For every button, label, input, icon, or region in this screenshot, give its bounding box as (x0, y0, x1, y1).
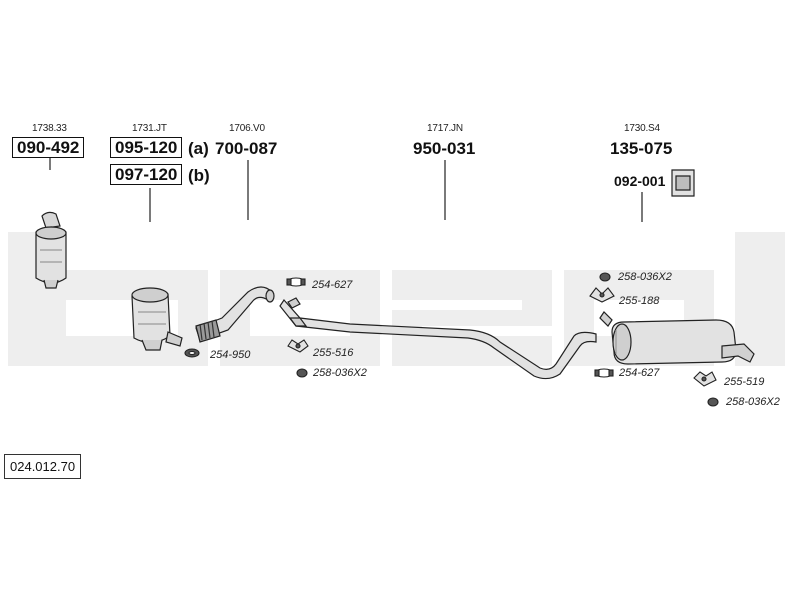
part-number-255-519[interactable]: 255-519 (724, 376, 765, 388)
variant-b-label: (b) (188, 166, 210, 185)
ref-1731-jt: 1731.JT (132, 123, 167, 134)
hanger-icon (589, 287, 615, 303)
catalytic-converter-icon (35, 211, 67, 289)
part-number-255-516[interactable]: 255-516 (313, 347, 354, 359)
rear-silencer-icon (599, 311, 755, 365)
ref-1738-33: 1738.33 (32, 123, 67, 134)
flex-pipe-icon (195, 286, 275, 343)
part-number-092-001[interactable]: 092-001 (614, 173, 666, 189)
part-number-255-188[interactable]: 255-188 (619, 295, 660, 307)
part-number-090-492[interactable]: 090-492 (12, 137, 85, 158)
part-number-258-036x2[interactable]: 258-036X2 (313, 367, 367, 379)
ref-1730-s4: 1730.S4 (624, 123, 660, 134)
part-number-254-627[interactable]: 254-627 (312, 279, 353, 291)
hanger-icon (693, 371, 717, 387)
clamp-icon (594, 368, 614, 378)
part-number-258-036x2[interactable]: 258-036X2 (618, 271, 672, 283)
rubber-mount-icon (296, 368, 308, 378)
clamp-icon (286, 277, 306, 287)
bracket-icon (671, 169, 695, 197)
hanger-icon (287, 339, 309, 353)
part-number-254-627[interactable]: 254-627 (619, 367, 660, 379)
center-pipe-icon (279, 297, 597, 380)
part-number-700-087[interactable]: 700-087 (215, 139, 278, 158)
ref-1706-v0: 1706.V0 (229, 123, 265, 134)
part-number-950-031[interactable]: 950-031 (413, 139, 476, 158)
part-number-097-120[interactable]: 097-120 (110, 164, 183, 185)
part-number-258-036x2[interactable]: 258-036X2 (726, 396, 780, 408)
rubber-mount-icon (599, 272, 611, 282)
rubber-mount-icon (707, 397, 719, 407)
part-number-135-075[interactable]: 135-075 (610, 139, 673, 158)
part-number-095-120[interactable]: 095-120 (110, 137, 183, 158)
gasket-ring-icon (184, 348, 200, 358)
part-number-254-950[interactable]: 254-950 (210, 349, 251, 361)
catalog-number: 024.012.70 (4, 454, 82, 479)
ref-1717-jn: 1717.JN (427, 123, 463, 134)
variant-a-label: (a) (188, 139, 209, 158)
particulate-filter-icon (131, 287, 183, 351)
